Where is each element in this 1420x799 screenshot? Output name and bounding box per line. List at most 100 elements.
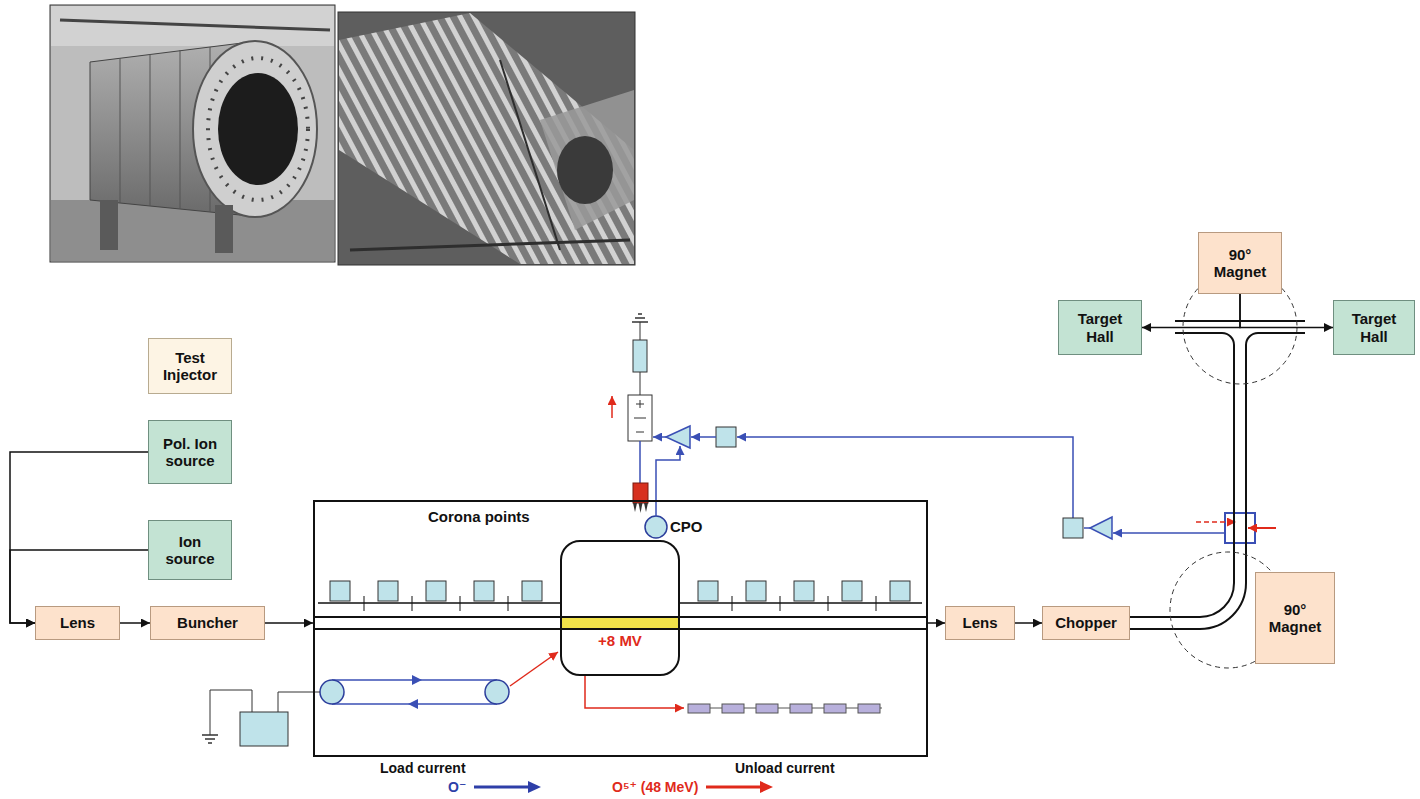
column-photo <box>338 12 635 265</box>
resistor-column <box>876 596 877 611</box>
voltage-feedback <box>634 418 646 419</box>
tank-photo <box>50 5 335 262</box>
box-label: 90° Magnet <box>1203 246 1277 281</box>
tank-photo <box>180 50 181 209</box>
resistor-column <box>412 596 413 611</box>
voltage-feedback <box>611 396 613 418</box>
resistor-column <box>508 596 509 611</box>
unload-resistors <box>790 704 812 713</box>
resistor-column <box>426 581 446 601</box>
legend-item: O⁵⁺ (48 MeV) <box>612 779 774 795</box>
resistor-column <box>780 596 781 611</box>
current-label: Load current <box>380 760 466 776</box>
box-label: Buncher <box>177 614 238 631</box>
voltage-feedback <box>645 516 667 538</box>
hv-terminal: +8 MV <box>560 540 680 676</box>
connector-arrow <box>928 622 945 624</box>
voltage-feedback <box>635 317 645 319</box>
box-label: Target Hall <box>1338 310 1410 345</box>
legend-arrow <box>706 786 762 789</box>
charging-belt <box>202 652 558 746</box>
target-hall-box: Target Hall <box>1333 300 1415 355</box>
ion-source-box: Pol. Ion source <box>148 420 232 484</box>
charging-belt <box>210 690 252 735</box>
unload-resistors <box>585 676 684 708</box>
column-photo <box>540 90 634 230</box>
legend-arrow <box>706 780 774 794</box>
box-label: Lens <box>962 614 997 631</box>
voltage-feedback <box>638 313 642 315</box>
charging-belt <box>485 680 509 704</box>
voltage-feedback <box>640 372 641 395</box>
lens-box: Lens <box>35 606 120 640</box>
charging-belt <box>202 734 218 736</box>
unload-resistors <box>858 704 880 713</box>
charging-belt <box>510 652 558 686</box>
tank-photo <box>150 54 151 206</box>
voltage-feedback <box>737 437 1073 518</box>
connector-arrow <box>10 452 148 623</box>
box-label: Chopper <box>1055 614 1117 631</box>
resistor-column <box>378 581 398 601</box>
voltage-feedback <box>716 427 736 447</box>
voltage-feedback <box>632 321 648 323</box>
box-label: Lens <box>60 614 95 631</box>
connector-arrow <box>1015 622 1042 624</box>
resistor-column <box>522 581 542 601</box>
resistor-column <box>890 581 910 601</box>
voltage-feedback <box>639 441 641 483</box>
beam-tube <box>313 616 928 618</box>
voltage-feedback <box>636 432 644 433</box>
voltage-feedback <box>1248 527 1276 529</box>
tank-photo <box>50 5 335 262</box>
charging-belt <box>205 738 215 740</box>
box-label: Test Injector <box>153 349 227 384</box>
unload-resistors <box>756 704 778 713</box>
tank-photo <box>120 58 121 203</box>
box-label: Pol. Ion source <box>153 435 227 470</box>
current-label: Unload current <box>735 760 835 776</box>
voltage-feedback <box>1063 518 1083 538</box>
voltage-label: +8 MV <box>562 632 678 649</box>
connector-arrow <box>120 622 150 624</box>
voltage-feedback <box>1196 521 1236 523</box>
charging-belt <box>408 699 418 709</box>
part-label: Corona points <box>428 508 530 525</box>
tank-photo <box>60 20 330 30</box>
voltage-feedback <box>640 400 641 408</box>
legend-text: O⁻ <box>448 779 466 795</box>
voltage-feedback <box>633 340 647 372</box>
voltage-feedback <box>633 503 637 512</box>
voltage-feedback <box>1113 532 1225 534</box>
column-photo <box>557 136 613 204</box>
charging-belt <box>208 742 212 744</box>
box-label: 90° Magnet <box>1260 601 1330 636</box>
connector-arrow <box>265 622 313 624</box>
beam-tube <box>561 618 679 628</box>
voltage-feedback <box>644 503 648 512</box>
voltage-feedback <box>640 322 641 340</box>
tank-photo <box>208 58 308 200</box>
part-label: CPO <box>670 518 703 535</box>
beam-tube <box>313 617 928 629</box>
tank-photo <box>218 73 298 185</box>
column-photo <box>500 60 560 250</box>
voltage-feedback <box>612 314 1276 543</box>
unload-resistors <box>585 676 882 713</box>
magnet-box: 90° Magnet <box>1198 232 1282 294</box>
voltage-feedback <box>1084 527 1090 529</box>
resistor-column <box>828 596 829 611</box>
legend-item: O⁻ <box>448 779 542 795</box>
ion-source-box: Ion source <box>148 520 232 580</box>
buncher-box: Buncher <box>150 606 265 640</box>
charging-belt <box>412 675 422 685</box>
resistor-column <box>732 596 733 611</box>
legend-arrow <box>474 780 542 794</box>
resistor-column <box>318 602 560 604</box>
voltage-feedback <box>691 436 716 438</box>
tank-photo <box>193 41 317 217</box>
resistor-column <box>474 581 494 601</box>
